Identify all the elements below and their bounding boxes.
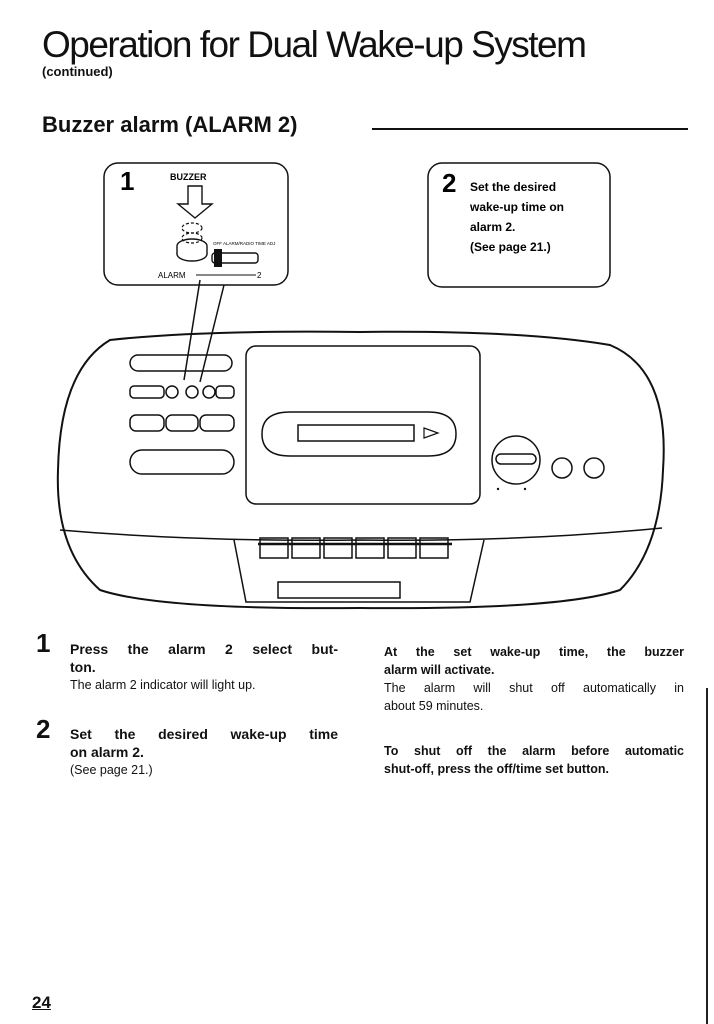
r1-bold-line-1: At the set wake-up time, the buzzer (384, 645, 684, 659)
step-2-heading-line-1: Set the desired wake-up time (70, 726, 338, 742)
callout-1-alarm-number: 2 (257, 271, 262, 280)
callout-1-number: 1 (120, 166, 134, 196)
radio-illustration: 1 BUZZER OFF ALARM/RADIO TIME ADJ ALARM … (56, 162, 665, 610)
r1-normal-line-1: The alarm will shut off automatically in (384, 681, 684, 695)
section-rule (372, 128, 688, 130)
down-arrow-icon (176, 185, 214, 219)
page-title: Operation for Dual Wake-up System (42, 24, 587, 65)
r1-bold-line-2: alarm will activate. (384, 663, 495, 677)
switch-small-text: OFF ALARM/RADIO TIME ADJ (213, 241, 275, 246)
callout-1-alarm-label: ALARM (158, 271, 186, 280)
step-1-heading-line-1: Press the alarm 2 select but- (70, 641, 338, 657)
r2-bold-line-1: To shut off the alarm before automatic (384, 744, 684, 758)
callout-2-line-3: alarm 2. (470, 220, 515, 234)
step-1-number: 1 (36, 628, 51, 658)
right-paragraph-1: At the set wake-up time, the buzzer alar… (384, 643, 684, 715)
right-paragraph-2: To shut off the alarm before automatic s… (384, 742, 684, 778)
r1-normal-line-2: about 59 minutes. (384, 699, 484, 713)
margin-line (706, 688, 708, 1024)
step-2-text: Set the desired wake-up time on alarm 2.… (70, 725, 338, 779)
step-2-heading-line-2: on alarm 2. (70, 744, 144, 760)
step-1-heading-line-2: ton. (70, 659, 96, 675)
radio-body (56, 279, 665, 610)
step-1-text: Press the alarm 2 select but- ton. The a… (70, 640, 338, 694)
step-2-sub: (See page 21.) (70, 763, 153, 777)
continued-label: (continued) (42, 64, 113, 79)
callout-1-box: 1 BUZZER OFF ALARM/RADIO TIME ADJ ALARM … (103, 162, 289, 286)
step-2-number: 2 (36, 714, 51, 744)
callout-2-number: 2 (442, 168, 456, 198)
page-number: 24 (32, 993, 51, 1012)
callout-2-line-4: (See page 21.) (470, 240, 551, 254)
slide-switch-icon (211, 252, 259, 264)
step-1-sub: The alarm 2 indicator will light up. (70, 678, 256, 692)
r2-bold-line-2: shut-off, press the off/time set button. (384, 762, 609, 776)
callout-2-box: 2 Set the desired wake-up time on alarm … (427, 162, 611, 288)
section-title: Buzzer alarm (ALARM 2) (42, 112, 298, 137)
callout-2-line-1: Set the desired (470, 180, 556, 194)
callout-1-buzzer-label: BUZZER (170, 172, 207, 182)
callout-2-line-2: wake-up time on (469, 200, 564, 214)
